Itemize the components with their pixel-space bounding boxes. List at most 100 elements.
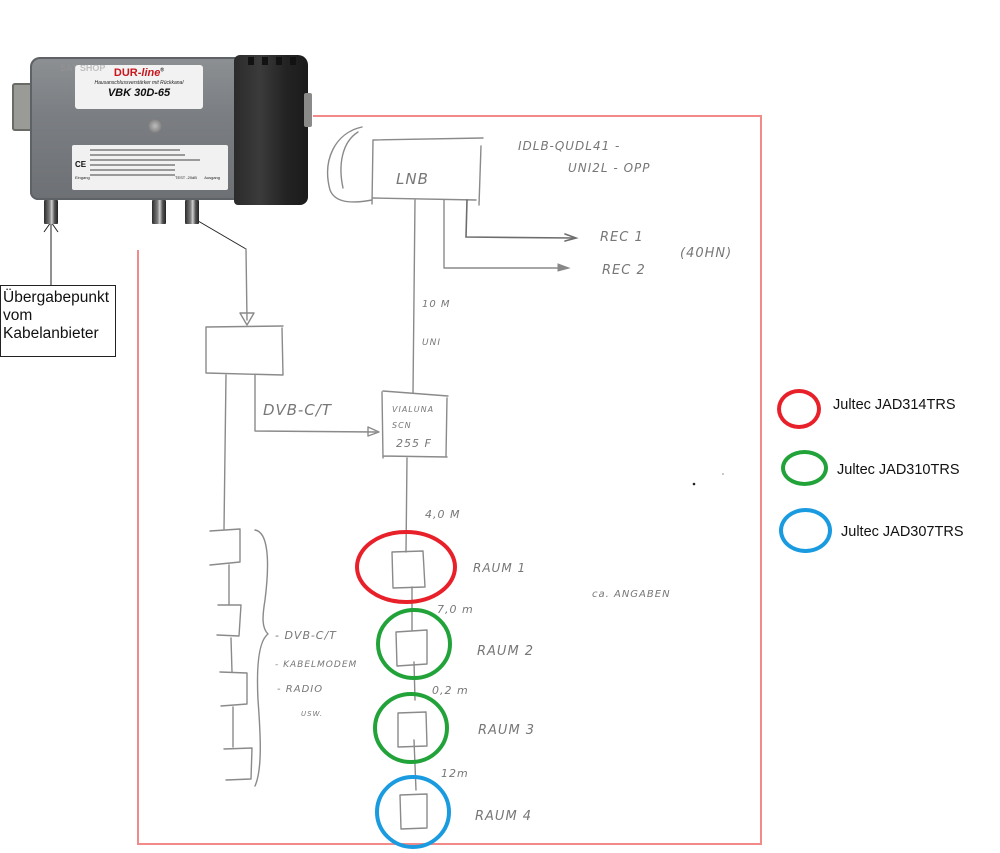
legend-item-jad314trs: Jultec JAD314TRS bbox=[777, 389, 956, 429]
legend-label: Jultec JAD310TRS bbox=[837, 462, 960, 478]
brand-logo: DUR-line® bbox=[75, 67, 203, 79]
cable-service-3: - RADIO bbox=[277, 684, 323, 695]
lnb-trunk-cable bbox=[412, 199, 416, 394]
segment-length-4: 12m bbox=[441, 767, 469, 780]
amplifier-photo: DUR-line® Hausanschlussverstärker mit Rü… bbox=[12, 55, 312, 225]
cable-service-1: - DVB-C/T bbox=[275, 629, 337, 642]
dish-inner-stroke bbox=[340, 131, 359, 189]
multiswitch-line3: 255 F bbox=[396, 437, 432, 450]
sketch-frame bbox=[137, 115, 762, 845]
room-label-4: RAUM 4 bbox=[475, 809, 532, 824]
heatsink-fin bbox=[276, 57, 282, 65]
amplifier-spec-label: CE Eingang TEST -20dB Ausgang bbox=[72, 145, 228, 190]
rec2-line bbox=[443, 199, 561, 269]
stray-dot-2 bbox=[722, 473, 724, 475]
cable-socket-1 bbox=[209, 528, 241, 566]
segment-length-3: 0,2 m bbox=[432, 684, 469, 697]
green-ring-icon bbox=[781, 450, 828, 486]
approx-note: ca. ANGABEN bbox=[592, 589, 671, 600]
cable-service-2: - KABELMODEM bbox=[275, 660, 357, 670]
spec-line bbox=[90, 154, 185, 156]
output-pointer-pencil bbox=[245, 248, 248, 321]
lnb-box bbox=[371, 137, 484, 206]
test-port bbox=[152, 200, 166, 224]
rec1-line bbox=[465, 199, 574, 239]
watermark: SAT SHOP bbox=[60, 63, 106, 73]
lnb-model-line1: IDLB-QUDL41 - bbox=[518, 139, 620, 153]
jultec-marker-room-4 bbox=[375, 775, 451, 849]
dvb-label: DVB-C/T bbox=[263, 401, 333, 419]
callout-line-1: Übergabepunkt bbox=[3, 289, 109, 306]
rec1-arrow-icon bbox=[564, 233, 579, 242]
output-pointer-line bbox=[192, 217, 247, 250]
jultec-marker-room-3 bbox=[373, 692, 449, 764]
room-label-1: RAUM 1 bbox=[473, 561, 526, 575]
output-label: Ausgang bbox=[204, 175, 220, 180]
brand-suffix: line bbox=[141, 67, 161, 79]
room-socket-1 bbox=[391, 550, 426, 589]
red-ring-icon bbox=[777, 389, 821, 429]
spec-line bbox=[90, 159, 200, 161]
rec1-label: REC 1 bbox=[600, 230, 644, 245]
amplifier-housing: DUR-line® Hausanschlussverstärker mit Rü… bbox=[30, 57, 245, 200]
spec-line bbox=[90, 174, 175, 176]
spec-line bbox=[90, 169, 175, 171]
legend-item-jad310trs: Jultec JAD310TRS bbox=[781, 450, 960, 486]
amplifier-heatsink bbox=[234, 55, 308, 205]
lnb-label: LNB bbox=[396, 170, 429, 188]
spec-line bbox=[90, 149, 180, 151]
lnb-cable-length: 10 M bbox=[422, 299, 451, 310]
mounting-bracket-right bbox=[304, 93, 312, 127]
heatsink-fin bbox=[290, 57, 296, 65]
handover-point-callout: Übergabepunkt vom Kabelanbieter bbox=[0, 285, 116, 357]
rec2-label: REC 2 bbox=[602, 263, 646, 278]
satellite-dish-icon bbox=[326, 126, 373, 203]
output-arrow-icon bbox=[239, 312, 255, 326]
room-label-2: RAUM 2 bbox=[477, 644, 534, 659]
segment-length-2: 7,0 m bbox=[437, 603, 474, 616]
heatsink-fin bbox=[262, 57, 268, 65]
ce-mark: CE bbox=[75, 160, 87, 169]
room-label-3: RAUM 3 bbox=[478, 723, 535, 738]
cable-service-4: USW. bbox=[301, 710, 323, 718]
stray-dot bbox=[692, 482, 696, 486]
multiswitch-line1: VIALUNA bbox=[392, 405, 434, 414]
input-port bbox=[44, 200, 58, 224]
legend-label: Jultec JAD307TRS bbox=[841, 524, 964, 540]
heatsink-fin bbox=[248, 57, 254, 65]
cable-socket-3 bbox=[219, 671, 248, 707]
room-socket-3 bbox=[397, 711, 428, 748]
dvb-feed-arrow-icon bbox=[367, 426, 380, 437]
segment-length-1: 4,0 M bbox=[425, 508, 460, 521]
lnb-model-line2: UNI2L - OPP bbox=[568, 161, 651, 175]
legend-item-jad307trs: Jultec JAD307TRS bbox=[779, 508, 964, 553]
rec-note: (40HN) bbox=[680, 246, 732, 261]
cable-tv-trunk bbox=[223, 374, 234, 748]
brand-prefix: DUR- bbox=[113, 67, 142, 79]
amplifier-subtitle: Hausanschlussverstärker mit Rückkanal bbox=[94, 80, 184, 86]
legend-label: Jultec JAD314TRS bbox=[833, 397, 956, 413]
output-port bbox=[185, 200, 199, 224]
test-label: TEST -20dB bbox=[175, 175, 197, 180]
cable-splitter-box bbox=[205, 325, 284, 376]
amplifier-model: VBK 30D-65 bbox=[107, 87, 171, 99]
jultec-marker-room-2 bbox=[376, 608, 452, 680]
room-socket-4 bbox=[399, 793, 428, 830]
jultec-marker-room-1 bbox=[355, 530, 457, 604]
multiswitch-box bbox=[381, 390, 449, 459]
room-trunk-cable bbox=[405, 457, 417, 791]
callout-line-3: Kabelanbieter bbox=[3, 325, 99, 342]
cable-socket-4 bbox=[223, 747, 253, 781]
cable-socket-2 bbox=[216, 604, 242, 637]
input-label: Eingang bbox=[75, 175, 90, 180]
lnb-cable-type: UNI bbox=[422, 338, 441, 348]
rec2-arrow-icon bbox=[557, 263, 571, 272]
brand-mark: ® bbox=[160, 67, 165, 74]
blue-ring-icon bbox=[779, 508, 832, 553]
room-socket-2 bbox=[395, 629, 428, 667]
screw-icon bbox=[148, 119, 162, 133]
amplifier-front-label: DUR-line® Hausanschlussverstärker mit Rü… bbox=[75, 65, 203, 109]
dvb-feed-line bbox=[254, 374, 377, 433]
spec-line bbox=[90, 164, 175, 166]
